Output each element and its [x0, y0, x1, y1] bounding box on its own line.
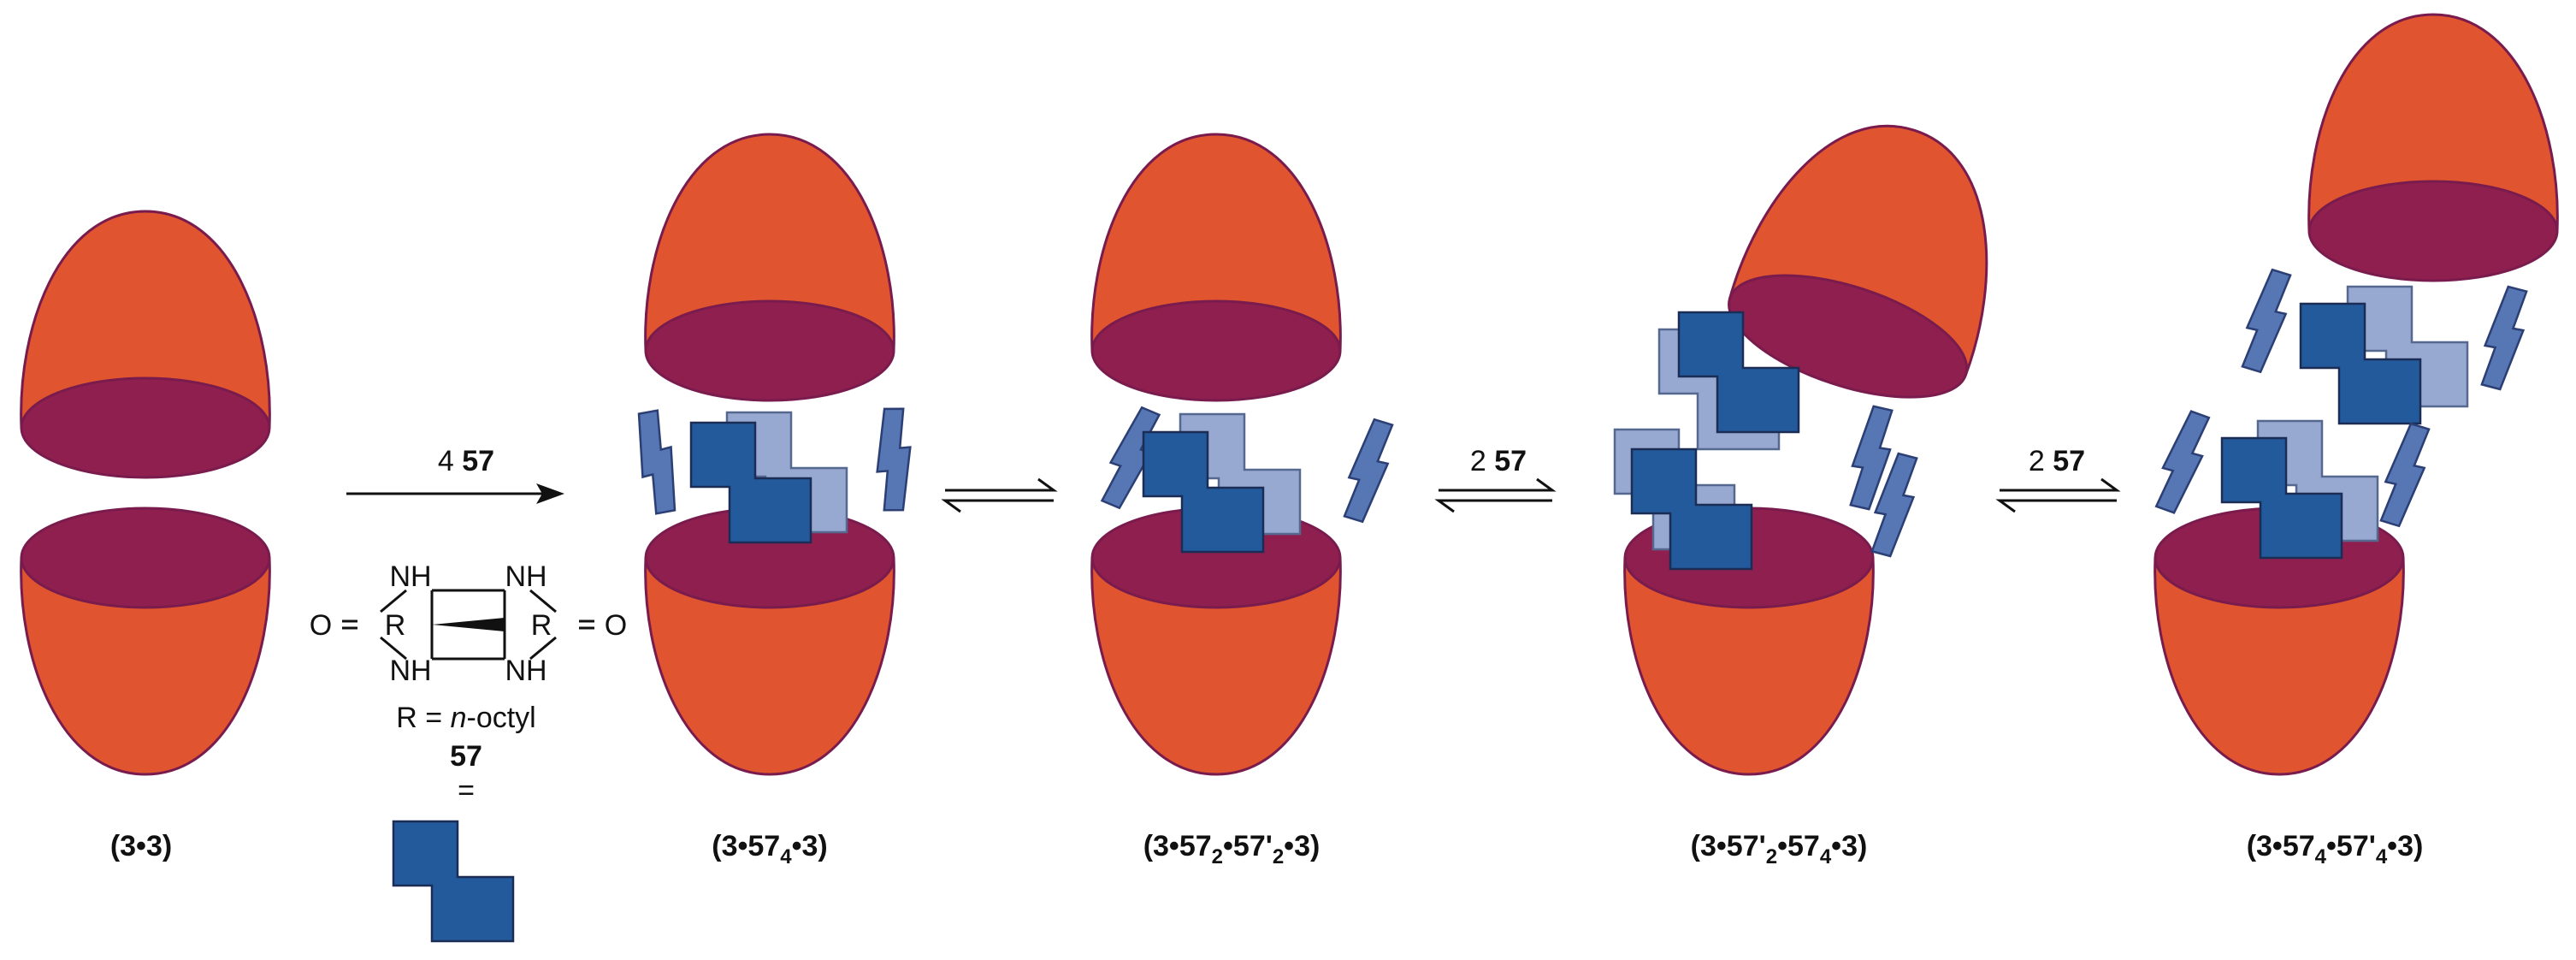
capsule-half-icon: [1090, 133, 1342, 402]
nh-label: NH: [505, 655, 547, 687]
r-group-label: R: [385, 609, 406, 642]
capsule-half-icon: [2307, 13, 2559, 282]
spacer-icon: [872, 406, 915, 513]
arrow-3-label: 2 57: [1470, 445, 1527, 477]
capsule-half-icon: [644, 507, 895, 776]
capsule-3-57-2-57p-2-3: [1090, 133, 1403, 776]
r-group-label: R: [531, 609, 552, 642]
capsule-half-icon: [644, 133, 895, 402]
r-definition: R = n-octyl: [396, 702, 535, 734]
reaction-arrow-4: 2 57: [1995, 445, 2121, 513]
glycoluril-structure: [342, 589, 594, 661]
spacer-icon: [1333, 416, 1403, 525]
equilibrium-arrow-icon: [1995, 477, 2121, 513]
reaction-arrow-1: 4 57: [346, 445, 564, 504]
oxygen-label: O: [310, 609, 332, 642]
spacer-icon: [635, 408, 678, 516]
equilibrium-arrow-icon: [1434, 477, 1557, 513]
arrow-1-label: 4 57: [438, 445, 494, 477]
capsule-half-icon: [20, 210, 271, 479]
species-label-3: (3•572•57'2•3): [1143, 830, 1320, 868]
reaction-arrow-3: 2 57: [1434, 445, 1557, 513]
glycoluril-block-icon: [392, 820, 515, 943]
capsule-3-57-4-57p-4-3: [2146, 13, 2559, 776]
species-label-2: (3•574•3): [712, 830, 827, 868]
capsule-3-57-4-3: [635, 133, 915, 776]
nh-label: NH: [505, 560, 547, 593]
spacer-icon: [2471, 283, 2538, 393]
capsule-half-icon: [20, 507, 271, 776]
species-label-5: (3•574•57'4•3): [2247, 830, 2424, 868]
oxygen-label: O: [605, 609, 627, 642]
species-label-4: (3•57'2•574•3): [1691, 830, 1868, 868]
arrow-4-label: 2 57: [2029, 445, 2085, 477]
equals-sign: =: [458, 774, 475, 807]
compound-number: 57: [450, 740, 482, 773]
spacer-icon: [2370, 420, 2440, 530]
species-label-1: (3•3): [110, 830, 172, 862]
spacer-icon: [2231, 266, 2301, 376]
equilibrium-arrow-icon: [941, 477, 1058, 513]
capsule-3-3: [20, 210, 271, 776]
nh-label: NH: [389, 560, 431, 593]
spacer-icon: [2146, 407, 2219, 517]
nh-label: NH: [389, 655, 431, 687]
capsule-3-57p-2-57-4-3: [1613, 91, 2035, 776]
